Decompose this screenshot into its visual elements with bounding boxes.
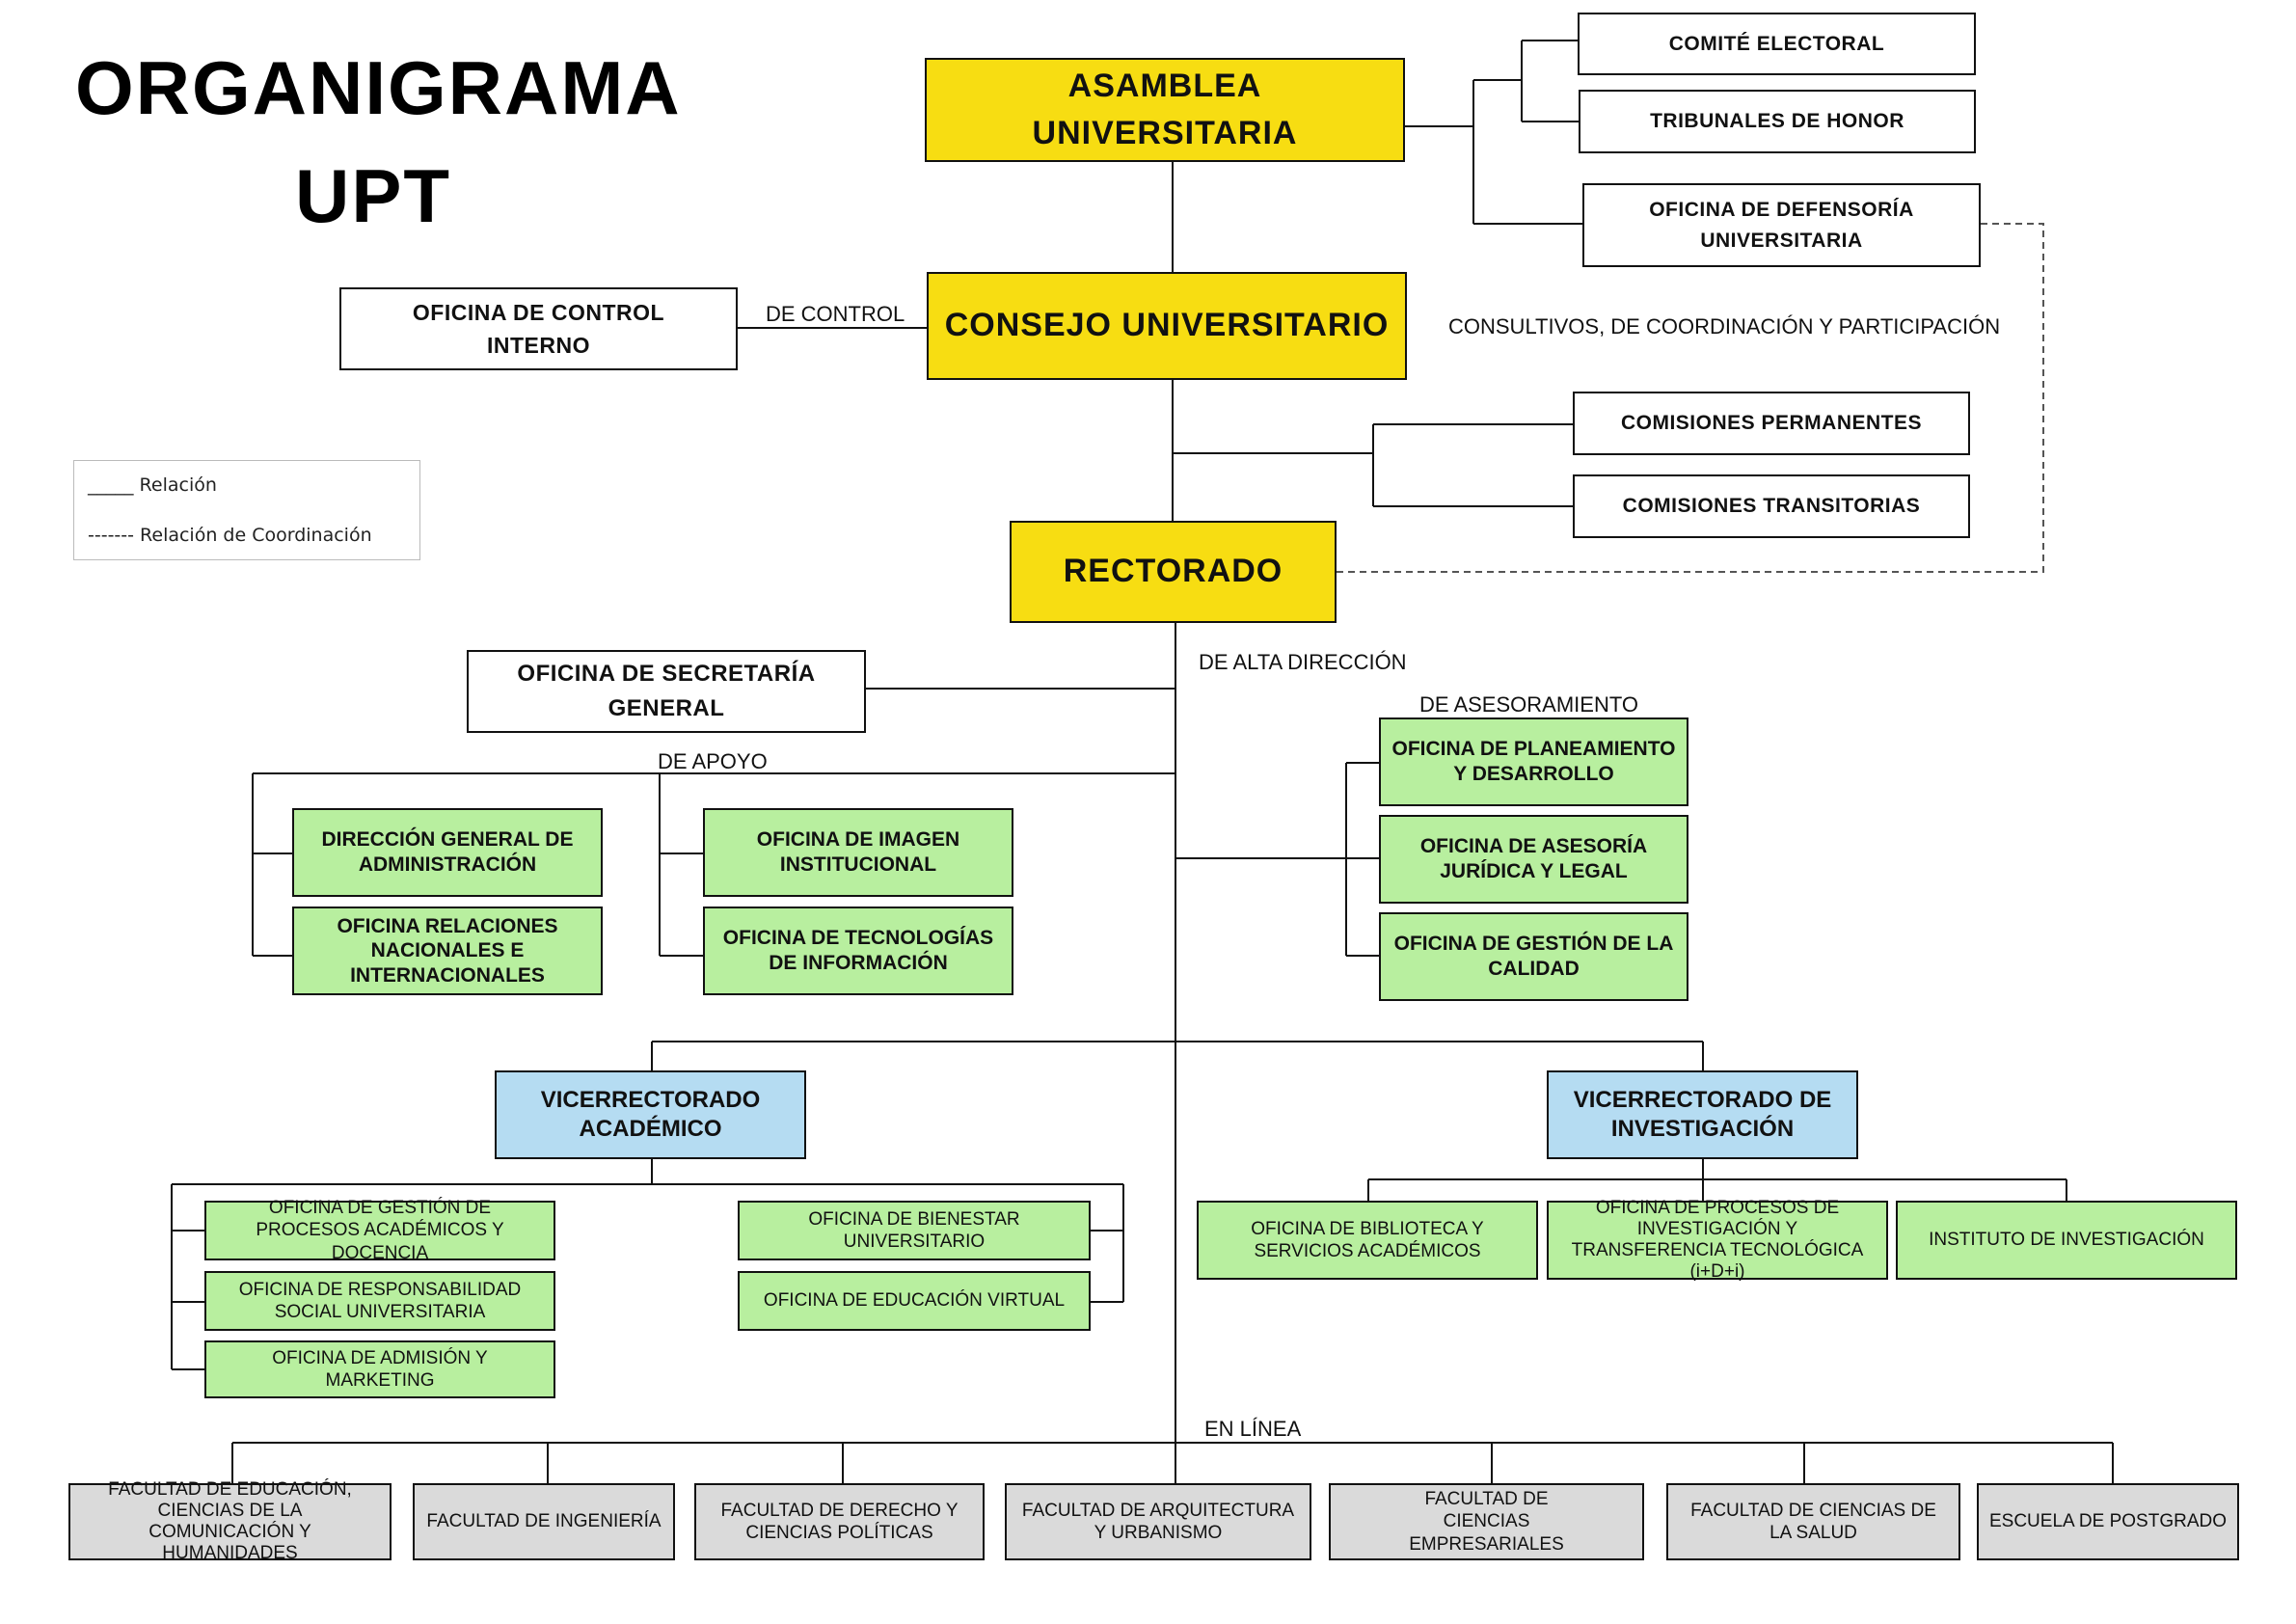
node-asamblea-universitaria: ASAMBLEA UNIVERSITARIA — [925, 58, 1405, 162]
node-vicerrectorado-investigacion: VICERRECTORADO DE INVESTIGACIÓN — [1547, 1070, 1858, 1159]
node-planeamiento-desarrollo: OFICINA DE PLANEAMIENTO Y DESARROLLO — [1379, 717, 1688, 806]
node-secretaria-general: OFICINA DE SECRETARÍA GENERAL — [467, 650, 866, 733]
node-biblioteca-servicios: OFICINA DE BIBLIOTECA Y SERVICIOS ACADÉM… — [1197, 1201, 1538, 1280]
label-en-linea: EN LÍNEA — [1204, 1417, 1302, 1441]
node-responsabilidad-social: OFICINA DE RESPONSABILIDAD SOCIAL UNIVER… — [204, 1271, 555, 1331]
node-gestion-calidad: OFICINA DE GESTIÓN DE LA CALIDAD — [1379, 912, 1688, 1001]
legend-coordination: ------- Relación de Coordinación — [88, 525, 372, 546]
node-vicerrectorado-academico: VICERRECTORADO ACADÉMICO — [495, 1070, 806, 1159]
node-facultad-arquitectura: FACULTAD DE ARQUITECTURA Y URBANISMO — [1005, 1483, 1311, 1560]
node-facultad-salud: FACULTAD DE CIENCIAS DE LA SALUD — [1666, 1483, 1960, 1560]
node-direccion-administracion: DIRECCIÓN GENERAL DE ADMINISTRACIÓN — [292, 808, 603, 897]
node-admision-marketing: OFICINA DE ADMISIÓN Y MARKETING — [204, 1340, 555, 1398]
legend-relation: _____ Relación — [88, 474, 217, 496]
node-comisiones-permanentes: COMISIONES PERMANENTES — [1573, 392, 1970, 455]
legend: _____ Relación ------- Relación de Coord… — [73, 460, 420, 560]
label-control: DE CONTROL — [766, 302, 905, 326]
node-oficina-control-interno: OFICINA DE CONTROL INTERNO — [339, 287, 738, 370]
node-relaciones-internacionales: OFICINA RELACIONES NACIONALES E INTERNAC… — [292, 907, 603, 995]
node-facultad-empresariales: FACULTAD DE CIENCIAS EMPRESARIALES — [1329, 1483, 1644, 1560]
label-consultivos: CONSULTIVOS, DE COORDINACIÓN Y PARTICIPA… — [1448, 314, 2001, 338]
label-alta-direccion: DE ALTA DIRECCIÓN — [1199, 650, 1407, 674]
node-tribunales-de-honor: TRIBUNALES DE HONOR — [1579, 90, 1976, 153]
node-comite-electoral: COMITÉ ELECTORAL — [1578, 13, 1976, 75]
page-title-line1: ORGANIGRAMA — [75, 45, 682, 130]
node-facultad-ingenieria: FACULTAD DE INGENIERÍA — [413, 1483, 675, 1560]
node-instituto-investigacion: INSTITUTO DE INVESTIGACIÓN — [1896, 1201, 2237, 1280]
node-bienestar-universitario: OFICINA DE BIENESTAR UNIVERSITARIO — [738, 1201, 1091, 1260]
node-gestion-procesos-academicos: OFICINA DE GESTIÓN DE PROCESOS ACADÉMICO… — [204, 1198, 555, 1263]
label-apoyo: DE APOYO — [658, 749, 768, 773]
node-procesos-investigacion: OFICINA DE PROCESOS DE INVESTIGACIÓN Y T… — [1547, 1198, 1888, 1282]
node-escuela-postgrado: ESCUELA DE POSTGRADO — [1977, 1483, 2239, 1560]
page-title-line2: UPT — [295, 153, 451, 238]
node-educacion-virtual: OFICINA DE EDUCACIÓN VIRTUAL — [738, 1271, 1091, 1331]
node-facultad-educacion: FACULTAD DE EDUCACIÓN, CIENCIAS DE LA CO… — [68, 1479, 392, 1563]
node-consejo-universitario: CONSEJO UNIVERSITARIO — [927, 272, 1407, 380]
node-facultad-derecho: FACULTAD DE DERECHO Y CIENCIAS POLÍTICAS — [694, 1483, 985, 1560]
node-imagen-institucional: OFICINA DE IMAGEN INSTITUCIONAL — [703, 808, 1013, 897]
label-asesoramiento: DE ASESORAMIENTO — [1419, 692, 1638, 717]
node-comisiones-transitorias: COMISIONES TRANSITORIAS — [1573, 474, 1970, 538]
node-rectorado: RECTORADO — [1010, 521, 1337, 623]
node-tecnologias-informacion: OFICINA DE TECNOLOGÍAS DE INFORMACIÓN — [703, 907, 1013, 995]
node-asesoria-juridica: OFICINA DE ASESORÍA JURÍDICA Y LEGAL — [1379, 815, 1688, 904]
node-defensoria-universitaria: OFICINA DE DEFENSORÍA UNIVERSITARIA — [1582, 183, 1981, 267]
